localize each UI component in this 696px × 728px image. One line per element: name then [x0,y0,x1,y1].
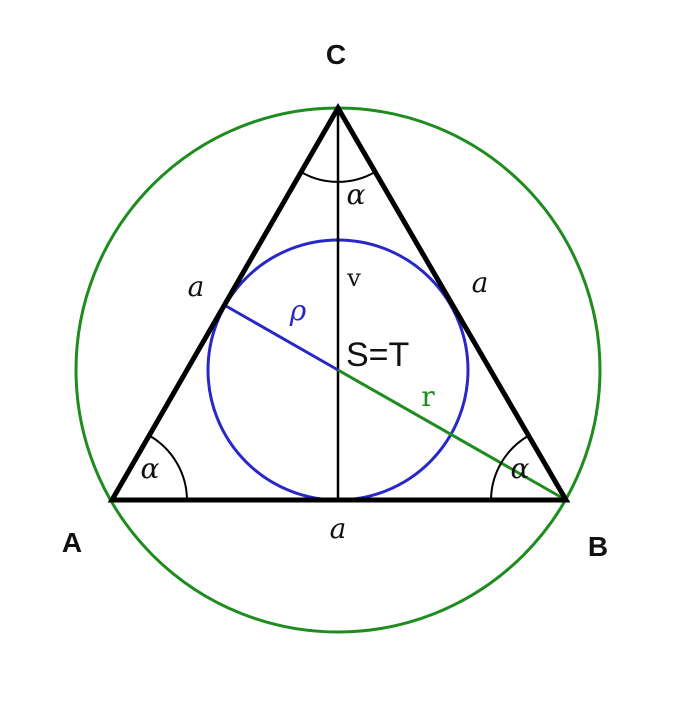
triangle [107,103,571,503]
angle-arc-a [149,435,188,501]
inradius-label: ρ [289,294,307,327]
vertex-label-b: B [588,531,608,562]
vertex-label-a: A [62,527,82,558]
angle-arc-b [490,435,529,501]
side-label-bottom: a [330,512,347,545]
inradius-line [225,304,339,372]
circumradius-line [337,368,567,502]
vertex-label-c: C [326,39,346,70]
side-label-left: a [188,270,205,303]
side-label-right: a [472,266,489,299]
angle-label-c: α [347,178,366,211]
circumradius-label: r [421,380,435,413]
center-label: S=T [346,336,409,374]
angle-arc-c [300,171,376,183]
angle-label-a: α [141,452,160,485]
angle-label-b: α [511,452,530,485]
height-label: v [346,264,361,292]
